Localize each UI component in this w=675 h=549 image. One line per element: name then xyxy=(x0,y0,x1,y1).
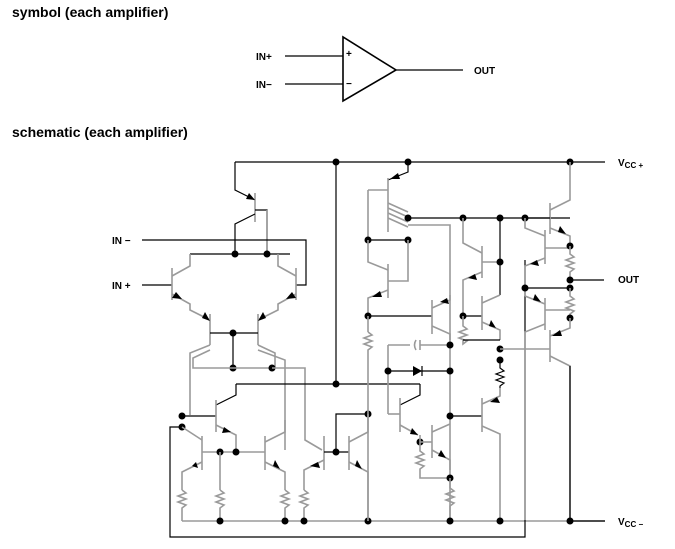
resistor xyxy=(494,360,506,388)
in-plus-label: IN + xyxy=(112,281,131,292)
vcc-minus-label: VCC − xyxy=(618,517,643,529)
out-label: OUT xyxy=(618,275,639,286)
resistor xyxy=(297,489,311,521)
symbol-in-plus-label: IN+ xyxy=(256,52,272,63)
schematic-heading: schematic (each amplifier) xyxy=(12,124,188,140)
vcc-plus-label: VCC + xyxy=(618,158,643,170)
resistor xyxy=(278,489,292,521)
symbol-in-minus-label: IN− xyxy=(256,80,272,91)
resistor xyxy=(213,489,227,521)
symbol-out-label: OUT xyxy=(474,66,495,77)
symbol-heading: symbol (each amplifier) xyxy=(12,4,169,20)
junction-dot xyxy=(231,250,239,258)
arrow xyxy=(246,193,255,200)
diode-icon xyxy=(413,366,422,376)
plus-sign: + xyxy=(346,49,352,60)
minus-sign: − xyxy=(346,79,352,90)
resistor xyxy=(456,316,470,346)
resistor xyxy=(413,442,450,479)
in-minus-label: IN − xyxy=(112,236,131,247)
schematic: VCC + VCC − IN − IN + OUT xyxy=(112,158,643,538)
opamp-symbol: IN+ IN− + − OUT xyxy=(256,35,495,103)
junction-dot xyxy=(263,250,271,258)
resistor xyxy=(361,331,375,521)
resistor xyxy=(563,288,577,318)
resistor xyxy=(443,478,457,521)
resistor xyxy=(175,489,189,521)
opamp-triangle xyxy=(342,35,398,103)
resistor xyxy=(563,246,577,280)
